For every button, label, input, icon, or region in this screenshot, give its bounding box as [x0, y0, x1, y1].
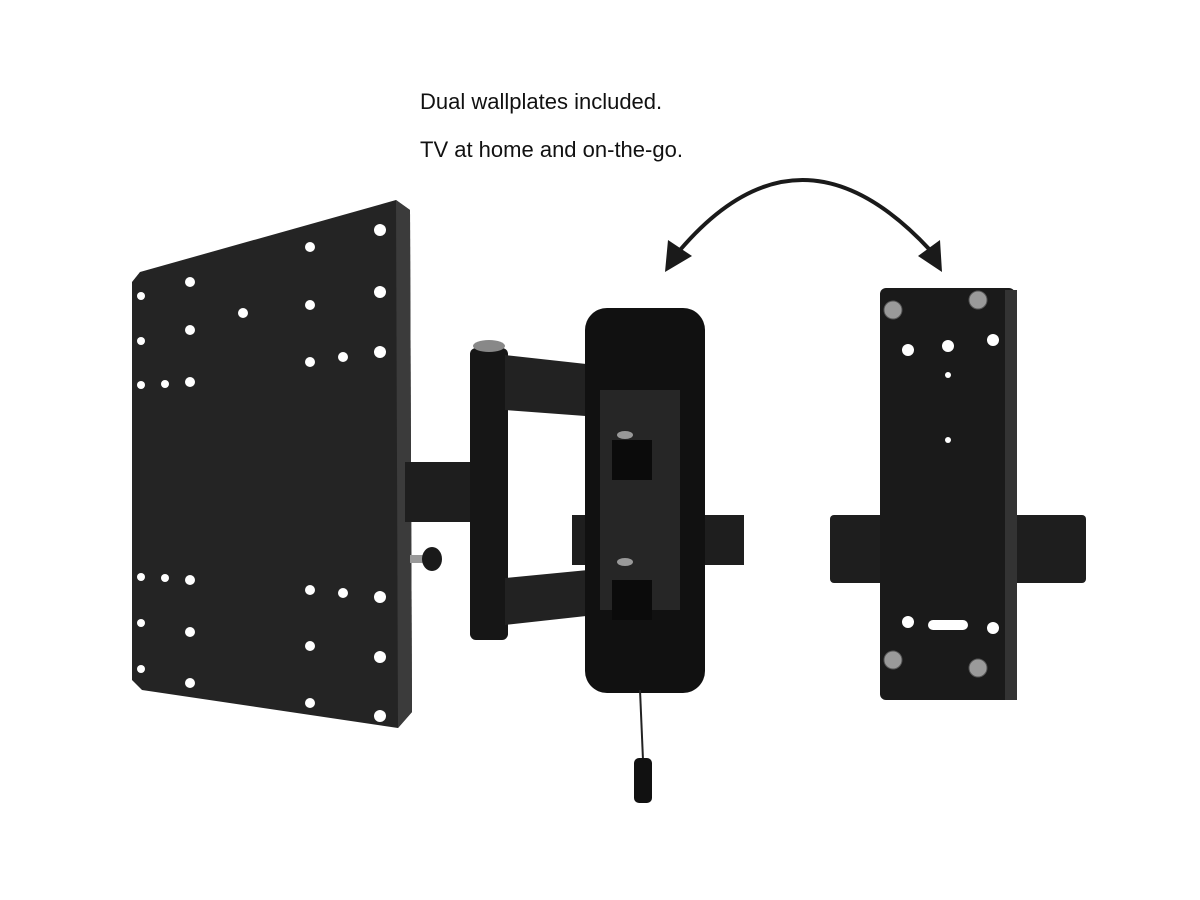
spare-wallplate: [830, 288, 1086, 700]
swap-arrow-icon: [665, 178, 942, 272]
caption-line-2: TV at home and on-the-go.: [420, 137, 683, 162]
release-pull-tab: [634, 758, 652, 803]
tilt-knob: [410, 547, 442, 571]
wall-bracket-mounted: [572, 308, 744, 803]
caption-line-1: Dual wallplates included.: [420, 89, 663, 114]
tv-vesa-plate: [132, 200, 412, 728]
